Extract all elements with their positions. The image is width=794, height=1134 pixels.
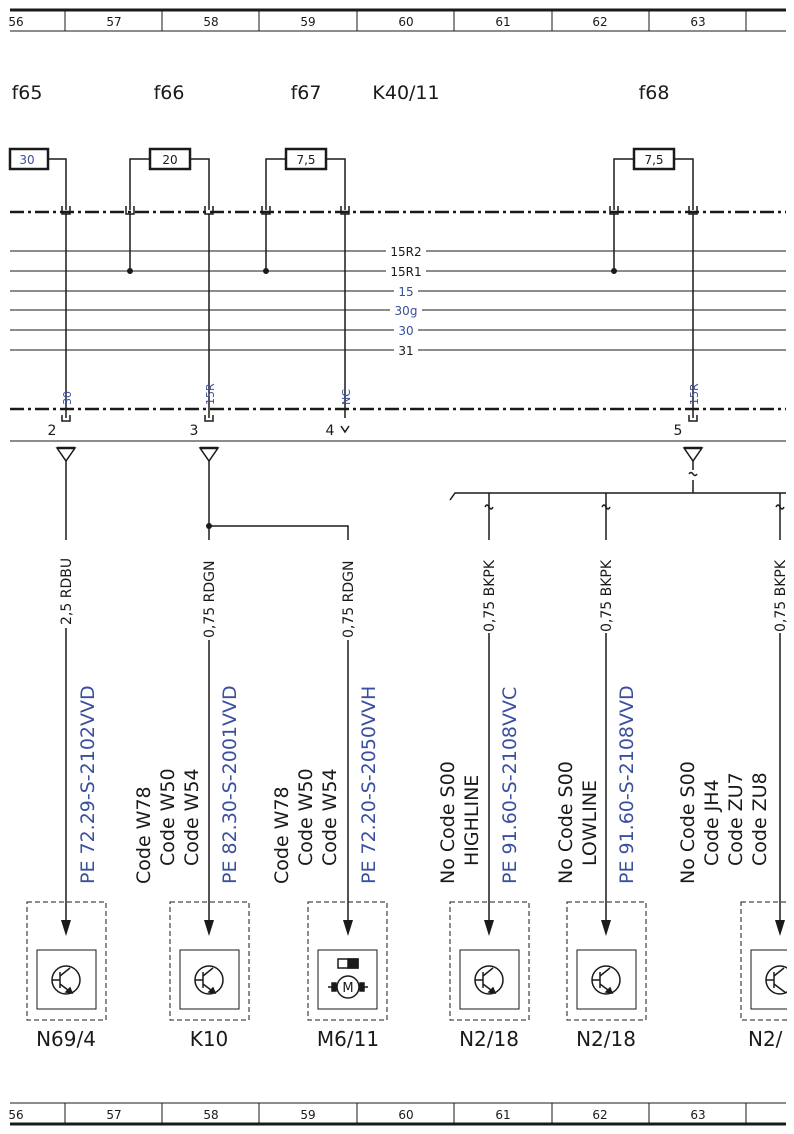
code-text: No Code S00 <box>555 761 577 884</box>
component-n2-18-highline[interactable] <box>449 901 530 1021</box>
pe-reference-link[interactable]: PE 91.60-S-2108VVD <box>616 685 638 884</box>
code-text: Code W78 <box>271 786 293 884</box>
fuse-rating-f65: 30 <box>19 153 34 167</box>
ruler-cell: 59 <box>300 1108 315 1122</box>
component-m6-11[interactable]: M <box>307 901 388 1021</box>
ruler-cell: 58 <box>203 1108 218 1122</box>
code-text: Code W50 <box>157 768 179 866</box>
pe-reference-link[interactable]: PE 82.30-S-2001VVD <box>219 685 241 884</box>
component-k10[interactable] <box>169 901 250 1021</box>
code-text: Code ZU7 <box>725 772 747 866</box>
connector-label: 15R <box>204 383 217 405</box>
pin-number: 5 <box>674 423 683 439</box>
ruler-bottom: 56 57 58 59 60 61 62 63 <box>8 1102 786 1126</box>
fuse-label-f66: f66 <box>154 82 185 104</box>
pe-reference-link[interactable]: PE 72.20-S-2050VVH <box>358 686 380 884</box>
code-text: HIGHLINE <box>461 775 483 866</box>
wire-label: 0,75 RDGN <box>202 561 218 638</box>
relay-label-k40: K40/11 <box>372 82 439 104</box>
ruler-cell: 61 <box>495 15 510 29</box>
bus-label: 30 <box>398 324 413 338</box>
component-n2-partial[interactable] <box>740 901 794 1021</box>
code-text: Code JH4 <box>701 779 723 866</box>
component-label: K10 <box>190 1027 229 1051</box>
component-n2-18-lowline[interactable] <box>566 901 647 1021</box>
ruler-cell: 63 <box>690 1108 705 1122</box>
fuse-label-f65: f65 <box>12 82 43 104</box>
bus-label: 31 <box>398 344 413 358</box>
bus-label: 15 <box>398 285 413 299</box>
connector-label: 30 <box>61 391 74 405</box>
code-text: Code ZU8 <box>749 772 771 866</box>
ruler-cell: 60 <box>398 1108 413 1122</box>
wire-label: 0,75 BKPK <box>482 559 498 632</box>
ruler-cell: 57 <box>106 15 121 29</box>
wire-label: 2,5 RDBU <box>59 558 75 625</box>
fuse-rating-f66: 20 <box>162 153 177 167</box>
bus-label: 15R1 <box>390 265 421 279</box>
component-label: M6/11 <box>317 1027 379 1051</box>
ruler-cell: 56 <box>8 1108 23 1122</box>
pin-number: 3 <box>190 423 199 439</box>
ruler-cell: 57 <box>106 1108 121 1122</box>
transistor-icon <box>591 965 621 995</box>
motor-icon: M <box>328 958 368 999</box>
component-label: N2/ <box>748 1027 783 1051</box>
component-label: N2/18 <box>576 1027 636 1051</box>
component-label: N2/18 <box>459 1027 519 1051</box>
wire-label: 0,75 BKPK <box>773 559 789 632</box>
code-text: LOWLINE <box>579 780 601 866</box>
code-text: Code W78 <box>133 786 155 884</box>
ruler-top: 56 57 58 59 60 61 62 63 <box>8 8 786 32</box>
connector-label: NC <box>340 389 353 405</box>
bus-label: 30g <box>395 304 418 318</box>
code-text: No Code S00 <box>677 761 699 884</box>
ruler-cell: 62 <box>592 15 607 29</box>
code-text: No Code S00 <box>437 761 459 884</box>
fuse-label-f67: f67 <box>291 82 322 104</box>
ruler-cell: 59 <box>300 15 315 29</box>
wire-label: 0,75 BKPK <box>599 559 615 632</box>
code-text: Code W54 <box>181 768 203 866</box>
transistor-icon <box>765 965 794 995</box>
pe-reference-link[interactable]: PE 91.60-S-2108VVC <box>499 687 521 884</box>
pe-reference-link[interactable]: PE 72.29-S-2102VVD <box>77 685 99 884</box>
ruler-cell: 63 <box>690 15 705 29</box>
ruler-cell: 60 <box>398 15 413 29</box>
ruler-cell: 56 <box>8 15 23 29</box>
pin-number: 4 <box>326 423 335 439</box>
wire-label: 0,75 RDGN <box>341 561 357 638</box>
fuse-rating-f67: 7,5 <box>296 153 315 167</box>
pin-number: 2 <box>48 423 57 439</box>
ruler-cell: 58 <box>203 15 218 29</box>
transistor-icon <box>474 965 504 995</box>
fuse-label-f68: f68 <box>639 82 670 104</box>
code-text: Code W54 <box>319 768 341 866</box>
ruler-cell: 61 <box>495 1108 510 1122</box>
component-label: N69/4 <box>36 1027 96 1051</box>
svg-text:M: M <box>342 981 353 996</box>
bus-label: 15R2 <box>390 245 421 259</box>
ruler-cell: 62 <box>592 1108 607 1122</box>
transistor-icon <box>194 965 224 995</box>
transistor-icon <box>51 965 81 995</box>
component-n69-4[interactable] <box>26 901 107 1021</box>
fuse-rating-f68: 7,5 <box>644 153 663 167</box>
connector-label: 15R <box>688 383 701 405</box>
code-text: Code W50 <box>295 768 317 866</box>
